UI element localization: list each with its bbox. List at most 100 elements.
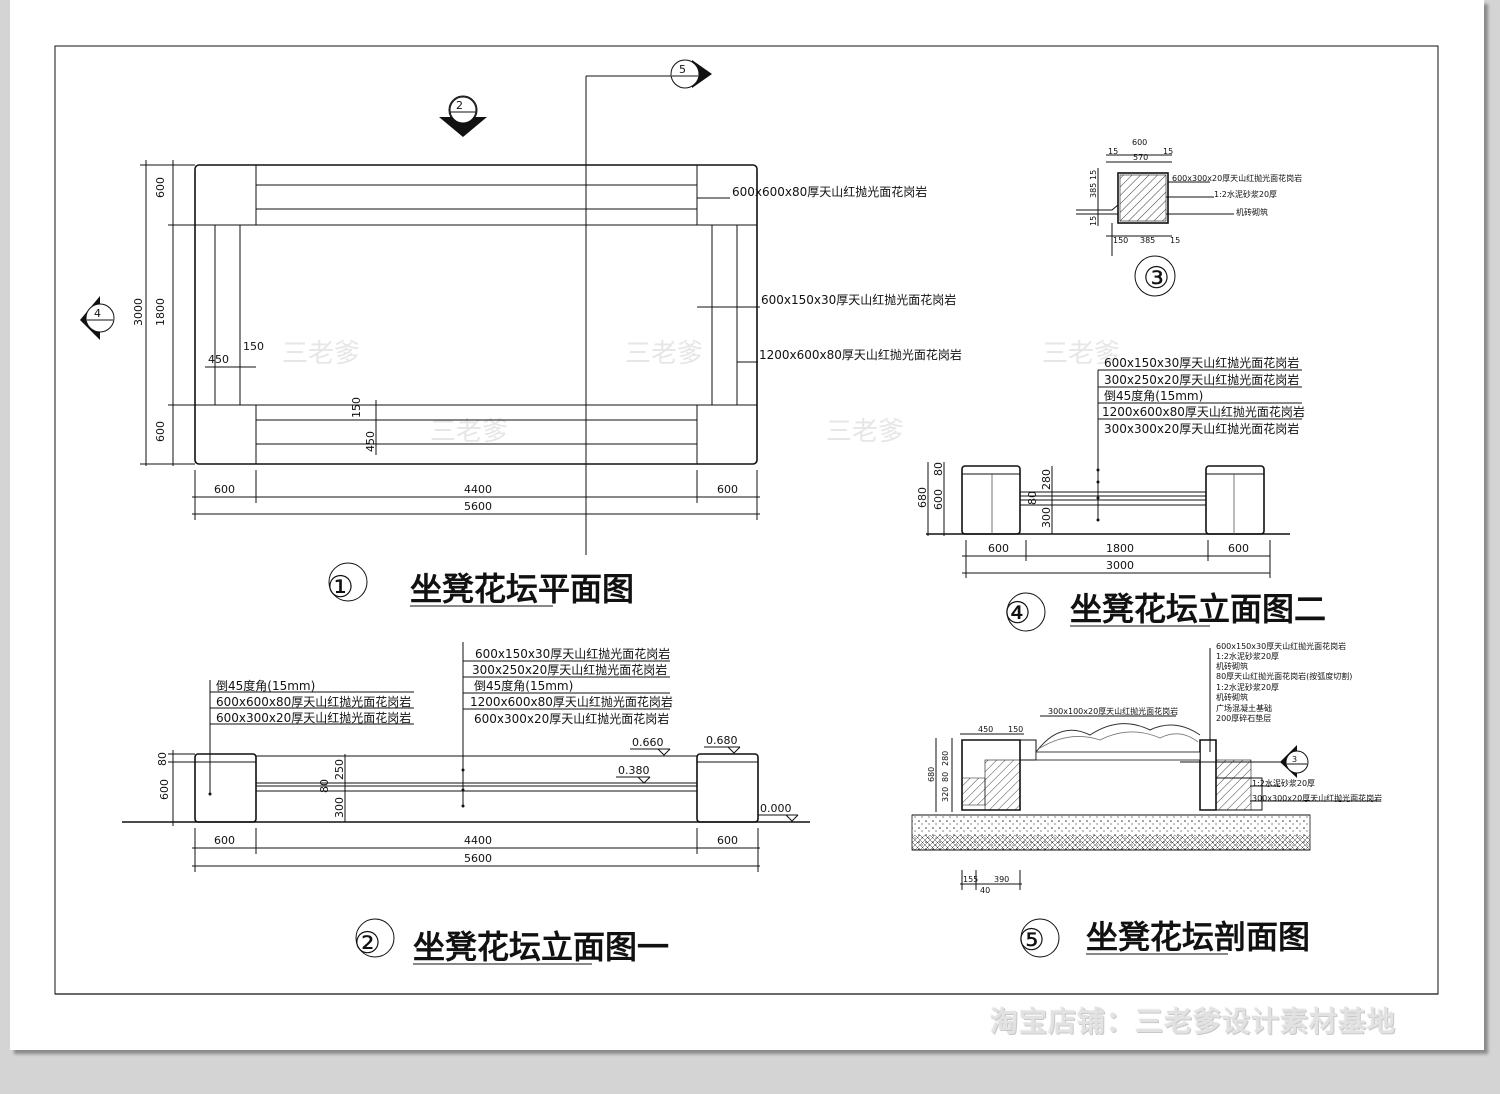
svg-text:680: 680 — [916, 487, 929, 508]
svg-text:15: 15 — [1108, 147, 1118, 156]
svg-text:倒45度角(15mm): 倒45度角(15mm) — [474, 678, 573, 693]
svg-text:80: 80 — [941, 772, 950, 782]
svg-text:3000: 3000 — [1106, 559, 1134, 572]
svg-text:600x150x30厚天山红抛光面花岗岩: 600x150x30厚天山红抛光面花岗岩 — [1216, 641, 1346, 651]
svg-text:4400: 4400 — [464, 834, 492, 847]
svg-text:倒45度角(15mm): 倒45度角(15mm) — [1104, 388, 1203, 403]
watermark: 三老爹 — [430, 417, 508, 447]
svg-text:5600: 5600 — [464, 852, 492, 865]
section-mark-5: 5 — [585, 59, 712, 555]
svg-text:80: 80 — [156, 752, 169, 766]
svg-text:150: 150 — [1008, 725, 1023, 734]
svg-text:0.380: 0.380 — [618, 764, 650, 777]
svg-text:150: 150 — [1113, 236, 1128, 245]
svg-text:1:2水泥砂浆20厚: 1:2水泥砂浆20厚 — [1252, 778, 1315, 788]
watermark: 三老爹 — [1042, 339, 1120, 369]
svg-text:广场混凝土基础: 广场混凝土基础 — [1216, 703, 1272, 713]
svg-text:300: 300 — [1040, 507, 1053, 528]
plan-note: 1200x600x80厚天山红抛光面花岗岩 — [759, 347, 962, 362]
svg-text:250: 250 — [333, 759, 346, 780]
dim-total-h: 3000 — [132, 298, 145, 326]
dim-left-w: 600 — [214, 483, 235, 496]
drawing-sheet: 三老爹 三老爹 三老爹 三老爹 三老爹 600 1800 600 — [10, 0, 1484, 1050]
svg-text:385: 385 — [1089, 183, 1098, 198]
section-number: ⑤ — [1018, 923, 1045, 958]
watermark-group: 三老爹 三老爹 三老爹 三老爹 三老爹 — [282, 339, 1120, 447]
svg-text:5: 5 — [679, 63, 686, 76]
dim-150: 150 — [243, 340, 264, 353]
dim-bot: 600 — [154, 421, 167, 442]
svg-text:200厚碎石垫层: 200厚碎石垫层 — [1216, 713, 1271, 723]
plan-note: 600x150x30厚天山红抛光面花岗岩 — [761, 292, 956, 307]
elevation-2: 600x150x30厚天山红抛光面花岗岩 300x250x20厚天山红抛光面花岗… — [916, 355, 1326, 631]
section-mark-2: 2 — [439, 95, 487, 137]
dim-top: 600 — [154, 177, 167, 198]
svg-text:600x150x30厚天山红抛光面花岗岩: 600x150x30厚天山红抛光面花岗岩 — [475, 646, 670, 661]
svg-text:2: 2 — [456, 99, 463, 112]
elev2-title: 坐凳花坛立面图二 — [1070, 590, 1326, 628]
svg-text:1:2水泥砂浆20厚: 1:2水泥砂浆20厚 — [1214, 189, 1277, 199]
svg-text:600: 600 — [717, 834, 738, 847]
svg-text:3: 3 — [1292, 755, 1297, 764]
svg-text:600: 600 — [988, 542, 1009, 555]
svg-text:4: 4 — [94, 307, 101, 320]
cad-drawing: 三老爹 三老爹 三老爹 三老爹 三老爹 600 1800 600 — [54, 45, 1439, 995]
svg-text:80厚天山红抛光面花岗岩(按弧度切割): 80厚天山红抛光面花岗岩(按弧度切割) — [1216, 671, 1352, 681]
svg-text:15: 15 — [1089, 170, 1098, 180]
dim-150b: 150 — [350, 397, 363, 418]
svg-text:机砖砌筑: 机砖砌筑 — [1216, 661, 1248, 671]
detail3-number: ③ — [1143, 261, 1170, 296]
svg-text:300x250x20厚天山红抛光面花岗岩: 300x250x20厚天山红抛光面花岗岩 — [472, 662, 667, 677]
svg-text:450: 450 — [978, 725, 993, 734]
svg-text:15: 15 — [1170, 236, 1180, 245]
svg-text:600: 600 — [1228, 542, 1249, 555]
svg-text:280: 280 — [1040, 469, 1053, 490]
dim-450b: 450 — [364, 431, 377, 452]
plan-title: 坐凳花坛平面图 — [410, 570, 634, 608]
svg-text:1800: 1800 — [1106, 542, 1134, 555]
svg-text:倒45度角(15mm): 倒45度角(15mm) — [216, 678, 315, 693]
svg-text:600: 600 — [932, 489, 945, 510]
svg-text:1:2水泥砂浆20厚: 1:2水泥砂浆20厚 — [1216, 682, 1279, 692]
svg-text:320: 320 — [941, 787, 950, 802]
svg-text:0.680: 0.680 — [706, 734, 738, 747]
section-title: 坐凳花坛剖面图 — [1086, 918, 1310, 956]
watermark: 三老爹 — [282, 339, 360, 369]
dim-mid-w: 4400 — [464, 483, 492, 496]
svg-text:机砖砌筑: 机砖砌筑 — [1216, 692, 1248, 702]
shop-watermark: 淘宝店铺：三老爹设计素材基地 — [990, 1005, 1397, 1038]
watermark: 三老爹 — [625, 339, 703, 369]
svg-text:300x100x20厚天山红抛光面花岗岩: 300x100x20厚天山红抛光面花岗岩 — [1048, 706, 1178, 716]
detail-3: 600 15 570 15 15 385 15 150 385 15 600x3… — [1076, 138, 1302, 297]
svg-text:40: 40 — [980, 886, 990, 895]
svg-text:机砖砌筑: 机砖砌筑 — [1236, 207, 1268, 217]
svg-text:80: 80 — [932, 462, 945, 476]
svg-text:600x600x80厚天山红抛光面花岗岩: 600x600x80厚天山红抛光面花岗岩 — [216, 694, 411, 709]
svg-text:680: 680 — [927, 767, 936, 782]
svg-text:280: 280 — [941, 751, 950, 766]
svg-text:80: 80 — [318, 779, 331, 793]
svg-text:80: 80 — [1026, 491, 1039, 505]
svg-text:1200x600x80厚天山红抛光面花岗岩: 1200x600x80厚天山红抛光面花岗岩 — [1102, 404, 1305, 419]
plan-note: 600x600x80厚天山红抛光面花岗岩 — [732, 184, 927, 199]
dim-450: 450 — [208, 353, 229, 366]
svg-text:300: 300 — [333, 797, 346, 818]
elev2-number: ④ — [1004, 596, 1031, 631]
section-notes-right: 600x150x30厚天山红抛光面花岗岩 1:2水泥砂浆20厚 机砖砌筑 80厚… — [1209, 641, 1352, 752]
svg-text:570: 570 — [1133, 153, 1148, 162]
svg-text:600: 600 — [214, 834, 235, 847]
plan-view: 600 1800 600 3000 450 150 150 450 600 44… — [80, 59, 962, 608]
svg-text:155: 155 — [963, 875, 978, 884]
svg-text:600x300x20厚天山红抛光面花岗岩: 600x300x20厚天山红抛光面花岗岩 — [1172, 173, 1302, 183]
section-view: 300x100x20厚天山红抛光面花岗岩 600x150x30厚天山红抛光面花岗… — [911, 641, 1382, 958]
svg-text:390: 390 — [994, 875, 1009, 884]
svg-text:0.660: 0.660 — [632, 736, 664, 749]
section-mark-4: 4 — [80, 296, 115, 340]
svg-text:300x250x20厚天山红抛光面花岗岩: 300x250x20厚天山红抛光面花岗岩 — [1104, 372, 1299, 387]
dim-mid: 1800 — [154, 298, 167, 326]
dim-total-w: 5600 — [464, 500, 492, 513]
elevation-1: 倒45度角(15mm) 600x600x80厚天山红抛光面花岗岩 600x300… — [122, 642, 810, 966]
watermark: 三老爹 — [826, 417, 904, 447]
svg-text:600x150x30厚天山红抛光面花岗岩: 600x150x30厚天山红抛光面花岗岩 — [1104, 355, 1299, 370]
svg-text:0.000: 0.000 — [760, 802, 792, 815]
